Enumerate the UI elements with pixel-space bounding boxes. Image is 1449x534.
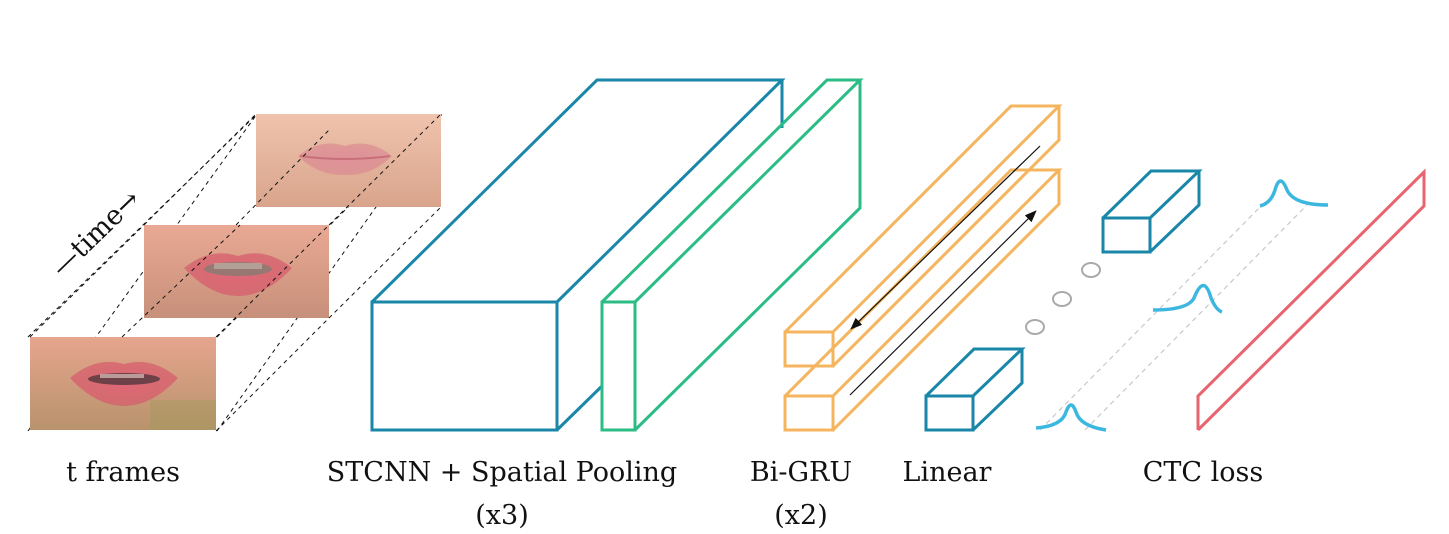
label-bigru: Bi-GRU: [750, 457, 852, 488]
distribution-curve-top: [1259, 179, 1329, 208]
distribution-guides: [1039, 204, 1308, 431]
gru-lower-front: [783, 394, 835, 432]
label-stcnn-repeat: (x3): [475, 500, 528, 531]
lip-frame-photo-front: [30, 337, 216, 430]
stcnn-block: [370, 78, 786, 432]
pooling-top-face: [600, 78, 864, 304]
gru-upper-front: [783, 330, 835, 368]
stcnn-front-face: [370, 300, 559, 432]
lip-frame-photo-back: [256, 114, 441, 207]
ellipsis-dots: [1025, 262, 1101, 335]
linear-layers: [924, 169, 1203, 432]
distribution-curve-bottom: [1035, 403, 1107, 432]
lip-frame-photo-middle: [144, 225, 329, 318]
label-bigru-repeat: (x2): [774, 500, 827, 531]
ctc-loss-slab: [1196, 168, 1426, 432]
label-stcnn: STCNN + Spatial Pooling: [327, 457, 677, 488]
input-frames: —time→: [27, 113, 443, 432]
pooling-slab: [600, 78, 864, 432]
label-ctc-loss: CTC loss: [1143, 457, 1264, 488]
distribution-curve-middle: [1152, 283, 1223, 314]
linear-box-back: [1101, 169, 1203, 254]
label-linear: Linear: [903, 457, 992, 488]
bigru-block: [783, 104, 1063, 432]
time-label: —time→: [45, 184, 146, 283]
linear-box-front: [924, 347, 1026, 432]
distribution-curves: [1035, 179, 1329, 432]
layer-labels: t frames STCNN + Spatial Pooling (x3) Bi…: [66, 457, 1263, 531]
label-t-frames: t frames: [66, 457, 180, 488]
pooling-front-face: [600, 300, 637, 432]
stcnn-top-face: [370, 78, 786, 304]
bidirectional-arrow-icon: [849, 145, 1041, 396]
pooling-side-face: [633, 80, 862, 432]
